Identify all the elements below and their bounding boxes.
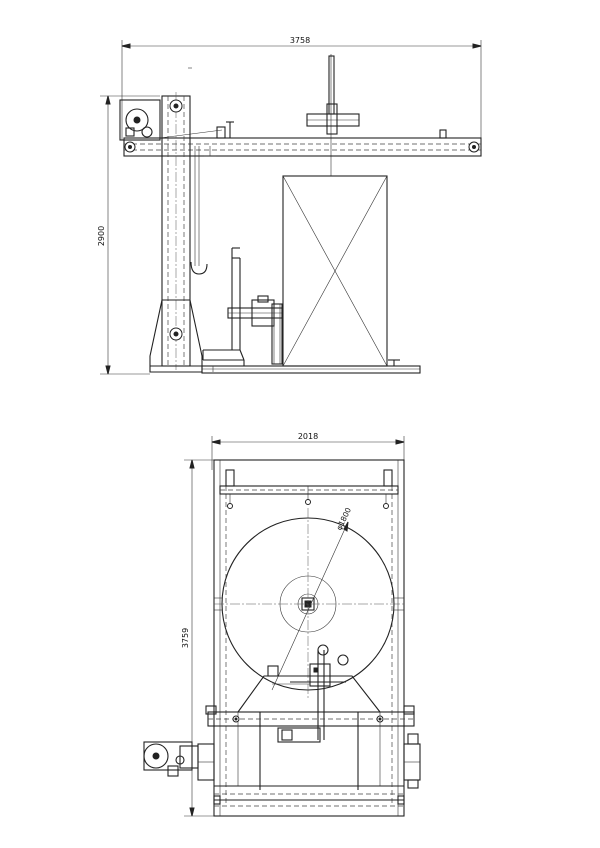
- center-shaft: [306, 54, 360, 176]
- frame-outline: [213, 459, 405, 817]
- diameter-label: φ1800: [334, 506, 353, 532]
- top-width-dimension: 2018: [211, 432, 405, 470]
- side-height-dimension: 2900: [97, 95, 160, 375]
- turntable: φ1800: [214, 506, 404, 700]
- top-view: 2018 3759: [143, 432, 421, 817]
- side-width-label: 3758: [290, 36, 310, 45]
- load-box: [282, 175, 388, 367]
- main-column: [149, 92, 203, 373]
- lower-frame: [236, 675, 382, 790]
- boom-arm: [123, 121, 482, 157]
- motor-head: [143, 741, 199, 777]
- bottom-rails: [213, 785, 405, 807]
- hanging-hook: [190, 146, 216, 275]
- side-clamp-arm: [202, 247, 283, 366]
- clamp-assembly: [267, 644, 349, 743]
- drive-head: [119, 99, 161, 141]
- top-length-label: 3759: [181, 628, 190, 648]
- cross-beam: [205, 705, 415, 727]
- side-width-dimension: 3758: [121, 36, 482, 140]
- top-width-label: 2018: [298, 432, 318, 441]
- side-height-label: 2900: [97, 226, 106, 246]
- top-rail: [219, 469, 399, 509]
- side-view: 3758 2900: [97, 36, 482, 375]
